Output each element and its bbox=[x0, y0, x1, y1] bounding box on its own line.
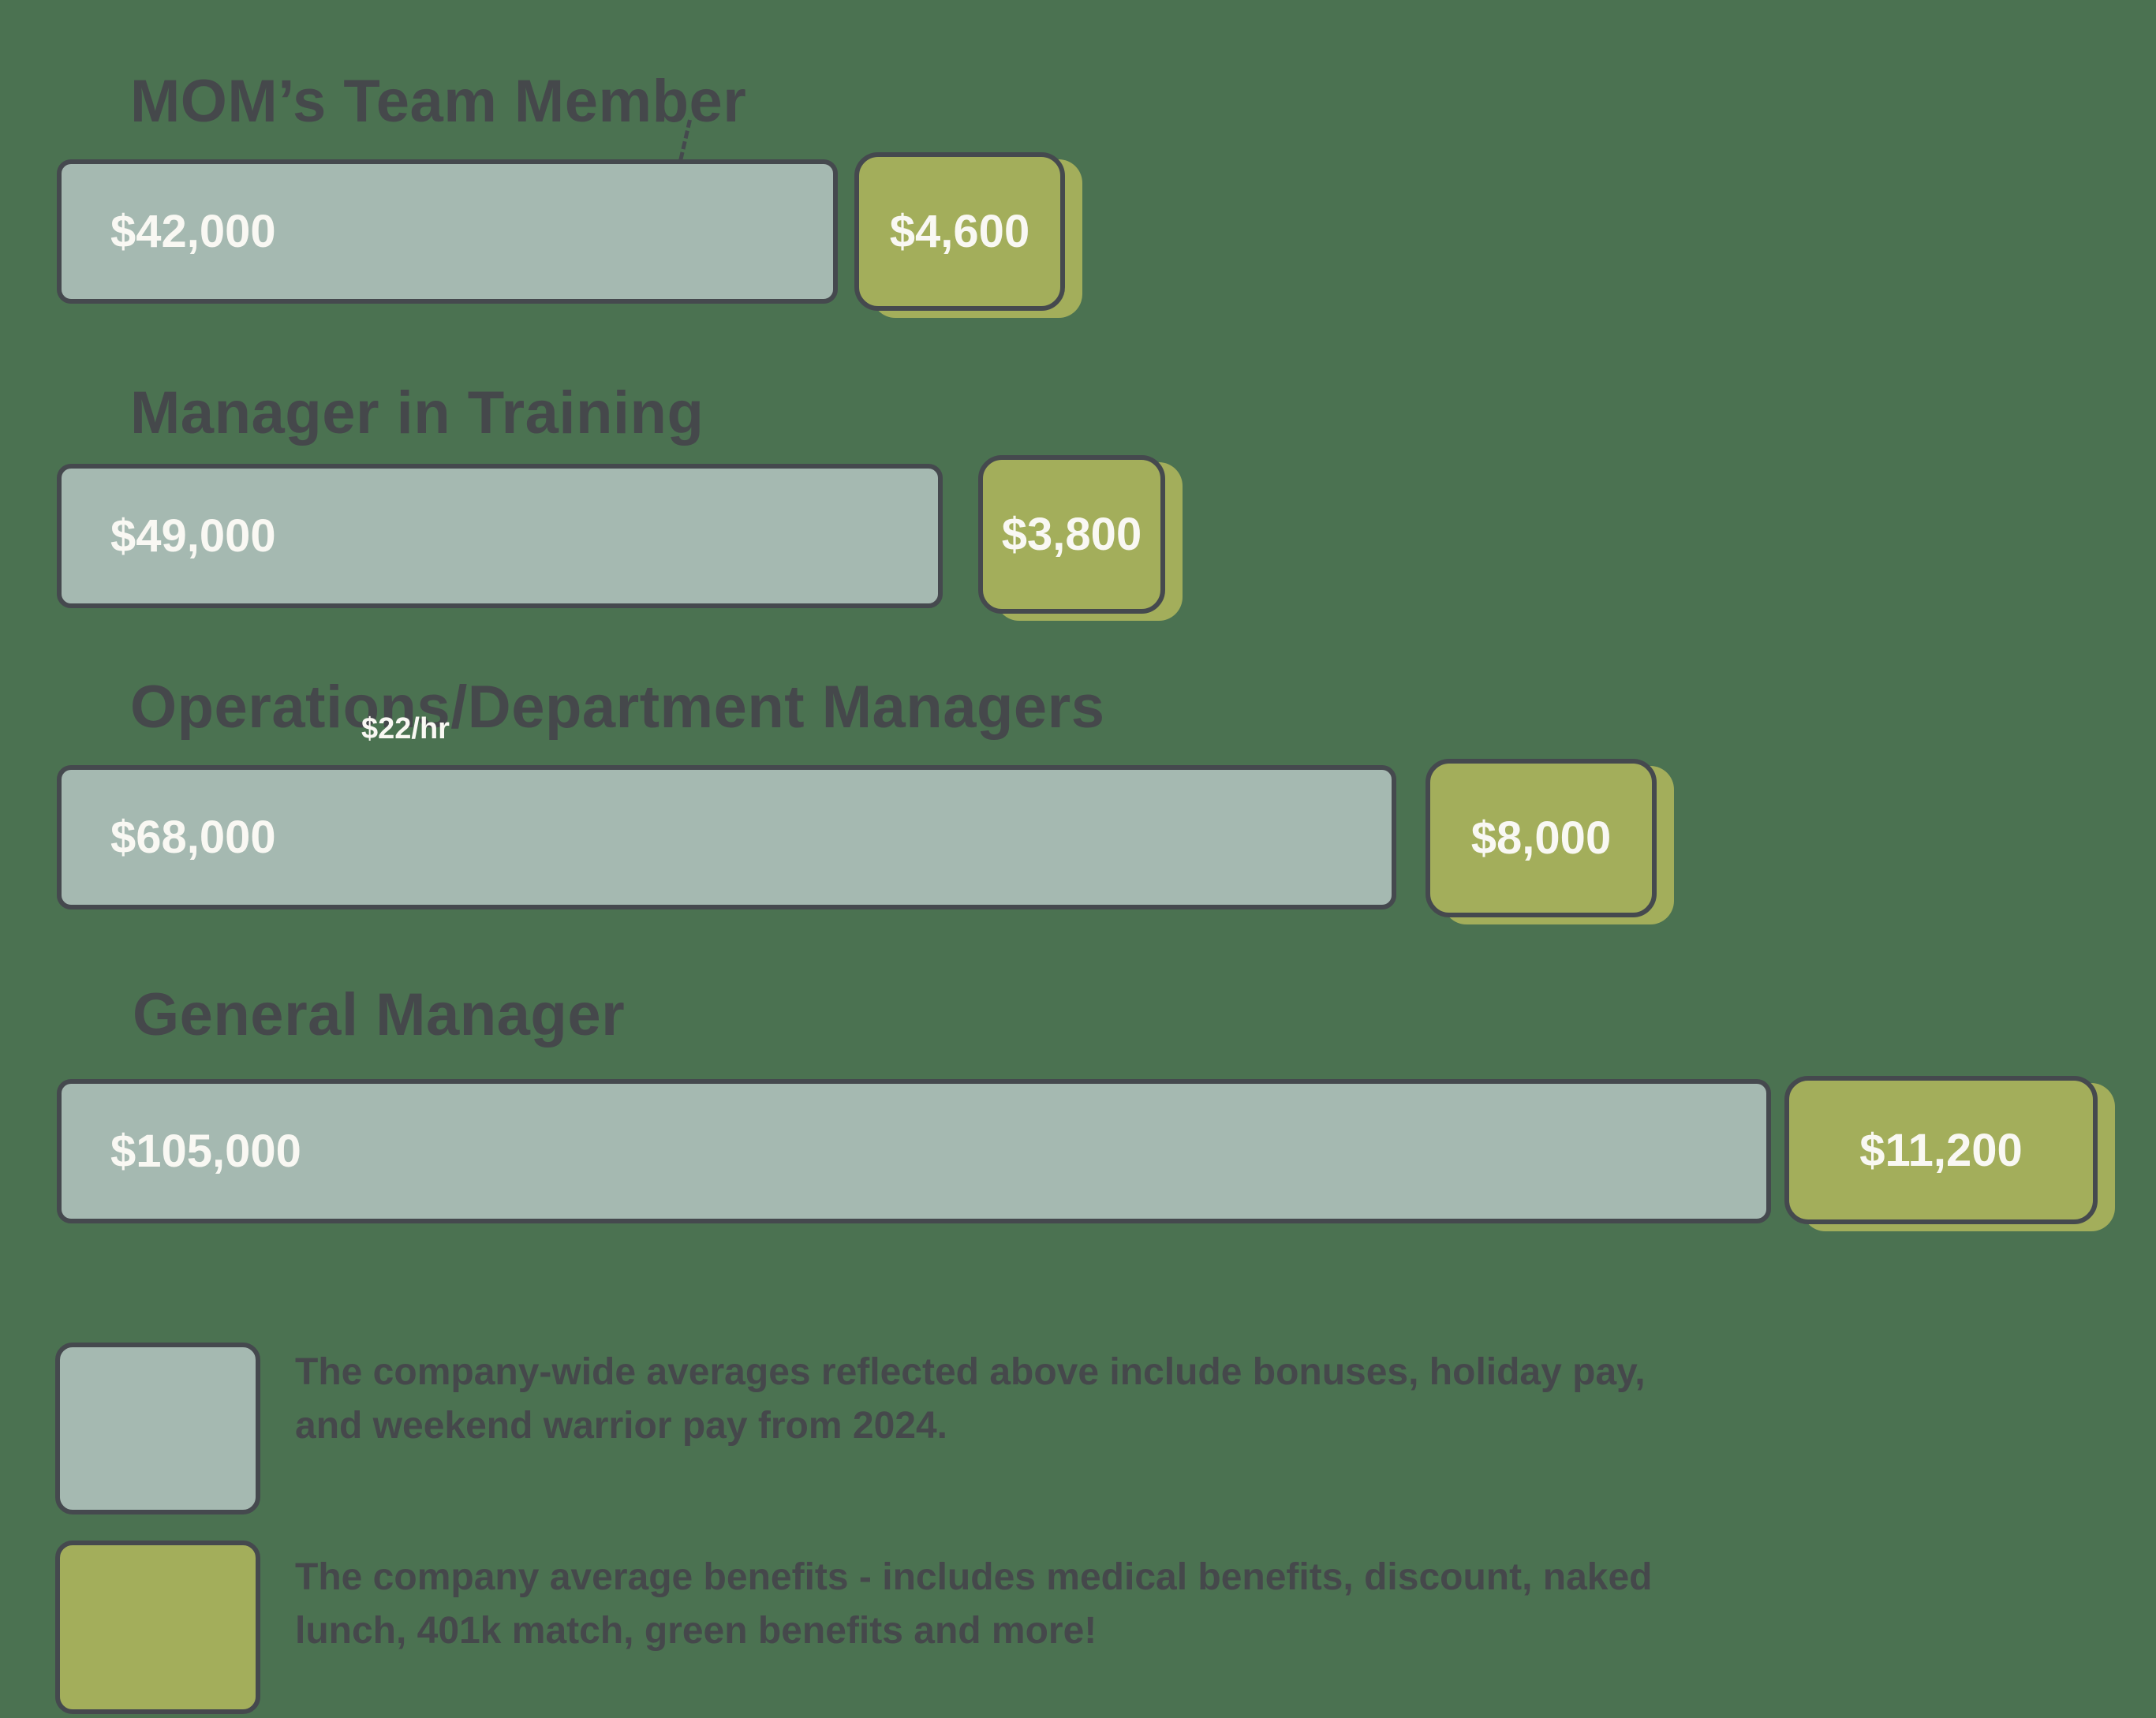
salary-value-label: $49,000 bbox=[110, 510, 276, 562]
salary-bar: $68,000 bbox=[57, 765, 1396, 909]
benefit-value-label: $4,600 bbox=[889, 206, 1030, 257]
salary-bar: $49,000 bbox=[57, 464, 943, 608]
row-title: Operations/Department Managers bbox=[130, 674, 1105, 741]
salary-value-label: $105,000 bbox=[110, 1126, 301, 1177]
benefits-legend-text: The company average benefits - includes … bbox=[295, 1556, 1653, 1653]
benefit-value-label: $8,000 bbox=[1470, 812, 1612, 864]
benefit-box: $11,200 bbox=[1784, 1076, 2098, 1224]
benefit-box: $4,600 bbox=[854, 152, 1065, 311]
salary-value-label: $68,000 bbox=[110, 812, 276, 863]
row-title: General Manager bbox=[133, 981, 626, 1048]
salary-legend-swatch bbox=[55, 1343, 260, 1514]
row-title: MOM’s Team Member bbox=[130, 68, 747, 135]
salary-bar: $42,000 bbox=[57, 159, 838, 304]
salary-bar: $105,000 bbox=[57, 1079, 1771, 1223]
benefit-value-label: $11,200 bbox=[1859, 1124, 2023, 1176]
benefits-legend-swatch bbox=[55, 1541, 260, 1714]
benefit-box: $3,800 bbox=[978, 455, 1165, 614]
salary-legend-text: The company-wide averages reflected abov… bbox=[295, 1351, 1646, 1447]
hourly-wage-note: $22/hr bbox=[361, 712, 450, 745]
benefit-value-label: $3,800 bbox=[1001, 509, 1142, 560]
row-title: Manager in Training bbox=[130, 379, 704, 446]
benefit-box: $8,000 bbox=[1426, 759, 1657, 917]
salary-value-label: $42,000 bbox=[110, 206, 276, 257]
